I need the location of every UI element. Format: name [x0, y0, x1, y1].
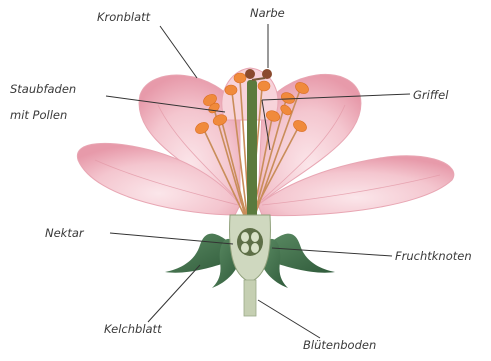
label-narbe: Narbe — [250, 6, 285, 20]
stigma-left — [245, 69, 255, 79]
ovary — [230, 215, 271, 316]
label-bluetenboden: Blütenboden — [303, 338, 376, 352]
style — [247, 80, 257, 225]
label-griffel: Griffel — [413, 88, 448, 102]
label-fruchtknoten: Fruchtknoten — [395, 249, 472, 263]
label-staubfaden-line2: mit Pollen — [10, 108, 67, 122]
label-kronblatt: Kronblatt — [97, 10, 150, 24]
stem — [244, 280, 256, 316]
label-staubfaden-line1: Staubfaden — [10, 82, 76, 96]
label-kelchblatt: Kelchblatt — [104, 322, 162, 336]
label-nektar: Nektar — [45, 226, 84, 240]
ovary-chamber — [237, 228, 263, 256]
